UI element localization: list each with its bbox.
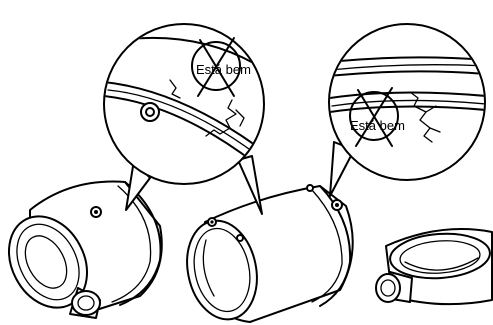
middle-canister: [186, 184, 354, 323]
bolt-icon: [331, 199, 343, 211]
bolt-icon: [90, 206, 102, 218]
left-magnifier-callout: Está bem: [103, 23, 265, 215]
magnifier-circle: [328, 23, 486, 181]
crossed-circle-icon: [349, 87, 399, 147]
crossed-circle-icon: [191, 37, 241, 97]
bolt-icon: [236, 234, 244, 242]
left-canister: [8, 180, 163, 319]
callout-label: Está bem: [196, 62, 251, 77]
callout-pointer: [237, 155, 263, 215]
right-flange: [375, 228, 493, 306]
bolt-icon: [306, 184, 314, 192]
callout-label: Está bem: [350, 118, 405, 133]
right-magnifier-callout: Está bem: [328, 23, 486, 197]
bolt-icon: [207, 217, 217, 227]
